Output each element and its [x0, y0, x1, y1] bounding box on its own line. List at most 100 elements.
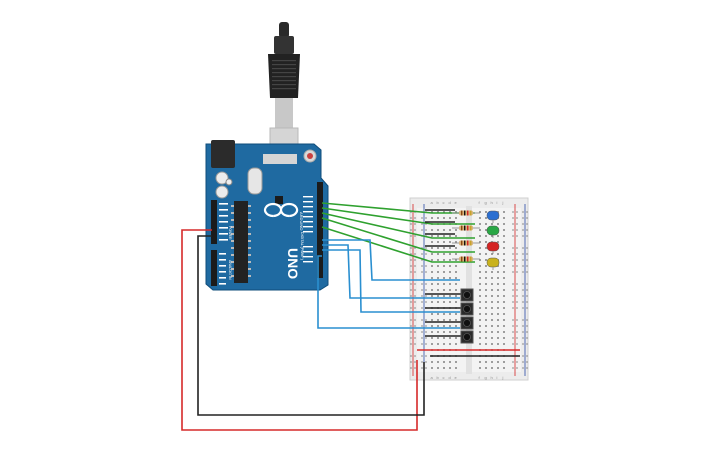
hole	[443, 271, 445, 273]
column-letter: a	[431, 200, 434, 205]
rail-hole	[522, 331, 524, 333]
rail-hole	[526, 217, 528, 219]
hole	[497, 319, 499, 321]
hole	[485, 235, 487, 237]
hole	[479, 325, 481, 327]
button-wire-4	[317, 255, 460, 329]
hole	[503, 301, 505, 303]
hole	[503, 253, 505, 255]
analog-label: ANALOG IN	[228, 260, 232, 280]
rail-hole	[414, 265, 416, 267]
hole	[497, 331, 499, 333]
hole	[449, 283, 451, 285]
hole	[431, 247, 433, 249]
hole	[455, 253, 457, 255]
rail-hole	[425, 331, 427, 333]
rail-hole	[425, 247, 427, 249]
hole	[491, 337, 493, 339]
rail-hole	[410, 343, 412, 345]
column-letter: c	[443, 375, 445, 380]
hole	[491, 235, 493, 237]
hole	[431, 271, 433, 273]
hole	[497, 295, 499, 297]
rail-hole	[421, 283, 423, 285]
hole	[497, 313, 499, 315]
hole	[497, 271, 499, 273]
rail-hole	[522, 343, 524, 345]
usb-cable	[268, 22, 300, 163]
rail-hole	[522, 355, 524, 357]
hole	[431, 259, 433, 261]
rail-hole	[512, 337, 514, 339]
hole	[443, 235, 445, 237]
analog-header	[211, 250, 217, 286]
rail-hole	[516, 295, 518, 297]
hole	[437, 217, 439, 219]
hole	[503, 217, 505, 219]
hole	[479, 289, 481, 291]
hole	[485, 283, 487, 285]
rail-hole	[512, 217, 514, 219]
atmega-chip	[234, 201, 248, 283]
column-letter: d	[449, 375, 451, 380]
hole	[503, 337, 505, 339]
rail-hole	[425, 223, 427, 225]
hole	[443, 241, 445, 243]
hole	[455, 229, 457, 231]
rail-hole	[425, 301, 427, 303]
hole	[437, 301, 439, 303]
rail-hole	[512, 223, 514, 225]
hole	[491, 319, 493, 321]
hole	[479, 337, 481, 339]
hole	[479, 259, 481, 261]
rail-hole	[414, 355, 416, 357]
hole	[479, 277, 481, 279]
led-wire-4	[321, 217, 475, 253]
rail-hole	[522, 223, 524, 225]
rail-hole	[512, 367, 514, 369]
hole	[497, 307, 499, 309]
hole	[485, 259, 487, 261]
hole	[455, 259, 457, 261]
push-buttons	[460, 288, 474, 344]
rail-hole	[512, 211, 514, 213]
hole	[479, 343, 481, 345]
hole	[485, 325, 487, 327]
rail-hole	[512, 283, 514, 285]
led	[486, 241, 500, 254]
hole	[455, 217, 457, 219]
hole	[431, 235, 433, 237]
hole	[479, 229, 481, 231]
button-wire-3	[322, 249, 460, 313]
column-letter: h	[491, 375, 493, 380]
rail-hole	[425, 355, 427, 357]
rail-hole	[526, 271, 528, 273]
column-letter: b	[437, 200, 440, 205]
rail-hole	[421, 229, 423, 231]
rail-hole	[421, 259, 423, 261]
hole	[503, 211, 505, 213]
rail-hole	[526, 235, 528, 237]
rail-hole	[421, 217, 423, 219]
resistors	[452, 210, 480, 262]
rail-hole	[421, 295, 423, 297]
rail-hole	[425, 295, 427, 297]
hole	[497, 241, 499, 243]
rail-hole	[421, 223, 423, 225]
rail-hole	[425, 229, 427, 231]
hole	[455, 325, 457, 327]
hole	[497, 235, 499, 237]
rail-hole	[512, 331, 514, 333]
hole	[449, 277, 451, 279]
rail-hole	[410, 331, 412, 333]
rail-hole	[421, 301, 423, 303]
hole	[455, 295, 457, 297]
rail-hole	[425, 343, 427, 345]
hole	[491, 361, 493, 363]
rail-hole	[526, 355, 528, 357]
hole	[449, 271, 451, 273]
rail-hole	[526, 343, 528, 345]
column-letter: b	[437, 375, 440, 380]
hole	[443, 283, 445, 285]
hole	[449, 259, 451, 261]
